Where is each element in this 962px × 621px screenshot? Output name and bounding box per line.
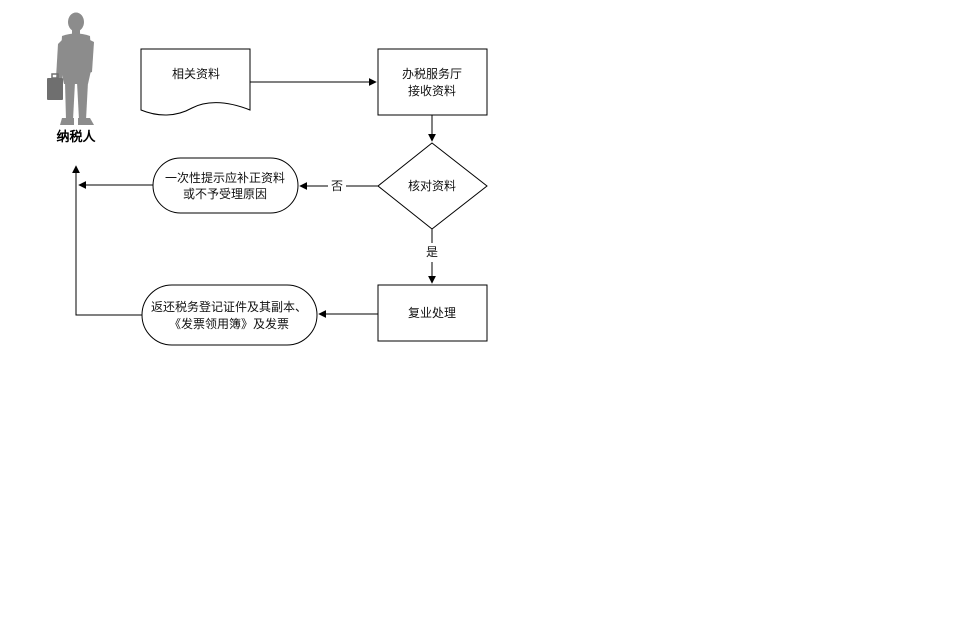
edge-no-label: 否 [331,179,343,193]
return-docs-node-label-line2: 《发票领用簿》及发票 [169,316,289,331]
recheck-node-shape [377,284,488,342]
return-docs-node-label-line1: 返还税务登记证件及其副本、 [151,299,307,314]
notify-node-shape [152,157,299,214]
recheck-node-label: 复业处理 [408,306,456,320]
notify-node-label-line2: 或不予受理原因 [183,187,267,201]
businessman-silhouette-icon [47,12,94,125]
return-docs-node-shape [141,284,318,346]
actor-label: 纳税人 [56,129,96,145]
edge-yes-label: 是 [426,245,438,259]
documents-node-shape [140,48,251,116]
edge-return-docs-to-actor [72,165,142,316]
notify-node-label-line1: 一次性提示应补正资料 [165,170,285,185]
reception-node-shape [377,48,488,116]
reception-node-label-line2: 接收资料 [408,83,456,98]
documents-node-label: 相关资料 [172,67,220,81]
reception-node-label-line1: 办税服务厅 [402,66,462,81]
verify-node-label: 核对资料 [408,179,456,193]
